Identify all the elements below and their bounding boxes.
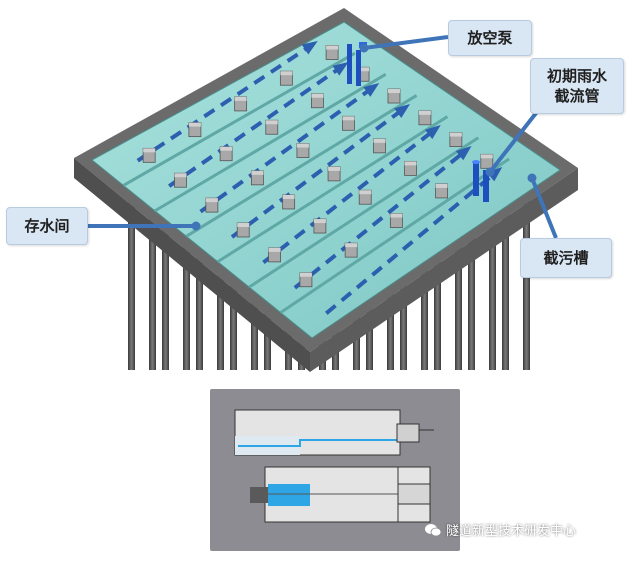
pile [196, 203, 203, 370]
pile [489, 190, 496, 370]
baffle-block-top [359, 190, 372, 195]
interception-pipes [472, 160, 489, 202]
callout-pump-text: 放空泵 [467, 29, 513, 47]
baffle-block-top [418, 110, 431, 115]
baffle-block-top [326, 45, 339, 50]
channel-rib [216, 115, 449, 263]
watermark-text: 隧道新型技术研发中心 [446, 524, 577, 539]
baffle-block-top [251, 170, 264, 175]
baffle-block-top [265, 120, 278, 125]
pile [468, 195, 475, 370]
flow-arrow-head [301, 41, 318, 55]
watermark: 隧道新型技术研发中心 [424, 520, 576, 539]
pile [128, 175, 135, 370]
baffle-block-top [205, 198, 218, 203]
baffle-block-top [435, 183, 448, 188]
pile [183, 196, 190, 370]
baffle-block-top [282, 194, 295, 199]
baffle-block-top [404, 161, 417, 166]
baffle-block-top [280, 71, 293, 76]
baffle-block-top [313, 219, 326, 224]
callout-pipe-line1: 初期雨水 [546, 67, 607, 85]
flow-arrow-shaft [230, 108, 404, 239]
flow-arrows [136, 41, 503, 315]
flow-arrow-shaft [199, 87, 373, 214]
baffle-block-top [311, 93, 324, 98]
channel-rib [248, 136, 480, 289]
baffle-block-top [188, 122, 201, 127]
flow-arrow-head [363, 83, 380, 97]
baffle-block-top [296, 143, 309, 148]
baffle-block-top [390, 213, 403, 218]
pile [502, 185, 509, 370]
tank-wall-left-face [74, 158, 310, 372]
callout-pipe-line2: 截流管 [554, 87, 600, 105]
flow-arrow-head [424, 125, 441, 140]
flow-arrow-shaft [168, 66, 342, 188]
flow-arrow-shaft [136, 44, 311, 163]
flow-arrow-head [455, 146, 472, 161]
callout-pump: 放空泵 [448, 20, 532, 56]
baffle-block-top [387, 89, 400, 94]
flow-arrow-head [394, 104, 411, 118]
channel-ribs [122, 51, 510, 314]
channel-rib [185, 94, 418, 238]
tank-wall-right-face [310, 168, 578, 372]
baffle-blocks [142, 45, 494, 288]
pile [162, 189, 169, 370]
baffle-block-top [345, 243, 358, 248]
flow-arrow-shaft [293, 150, 465, 290]
callout-storage: 存水间 [6, 207, 88, 245]
pile [149, 182, 156, 370]
baffle-block-top [357, 67, 370, 72]
channel-rib [279, 157, 510, 314]
baffle-block-top [328, 166, 341, 171]
water-area [91, 21, 561, 339]
flow-arrow-head [332, 62, 349, 76]
inset-plan-view [250, 466, 431, 523]
flow-arrow-shaft [325, 171, 496, 315]
inset-section-view [234, 409, 434, 456]
baffle-block-top [220, 146, 233, 151]
baffle-block-top [299, 272, 312, 277]
flow-arrow-head [486, 167, 503, 182]
flow-arrow-shaft [262, 129, 435, 265]
callout-interception-pipe: 初期雨水 截流管 [530, 58, 624, 114]
channel-rib [154, 72, 387, 213]
callout-trough-text: 截污槽 [543, 249, 589, 267]
baffle-block-top [449, 132, 462, 137]
pile [455, 200, 462, 370]
baffle-block-top [373, 138, 386, 143]
baffle-block-top [143, 148, 156, 153]
baffle-block-top [174, 173, 187, 178]
baffle-block-top [480, 154, 493, 159]
callout-storage-text: 存水间 [24, 217, 70, 235]
baffle-block-top [342, 116, 355, 121]
channel-rib [122, 51, 356, 187]
baffle-block-top [237, 222, 250, 227]
baffle-block-top [268, 247, 281, 252]
baffle-block-top [234, 96, 247, 101]
callout-trough: 截污槽 [520, 238, 612, 278]
wechat-icon [424, 523, 442, 537]
pile [434, 205, 441, 370]
leader-lines [86, 35, 558, 239]
